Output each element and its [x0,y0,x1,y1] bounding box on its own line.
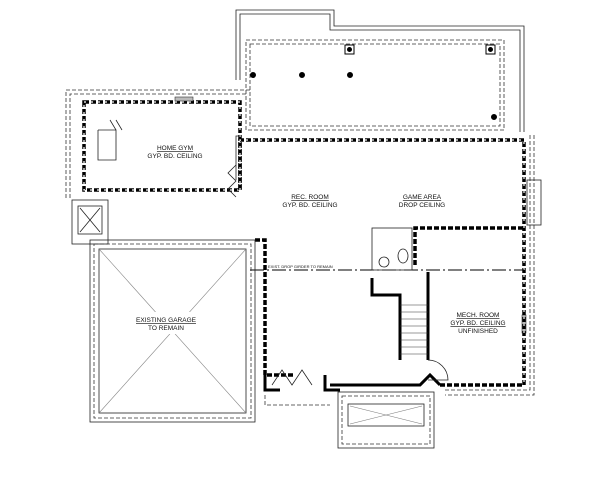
mech-room-note: UNFINISHED [458,328,498,335]
mech-room-label: MECH. ROOM [457,312,500,319]
garage-label: EXISTING GARAGE [136,317,197,324]
game-area-label: GAME AREA [403,194,442,201]
home-gym [82,96,242,192]
deck [235,9,525,132]
garage-note: TO REMAIN [148,325,184,332]
home-gym-label: HOME GYM [157,145,193,152]
mech-room-ceiling: GYP. BD. CEILING [450,320,505,327]
rec-room-label: REC. ROOM [291,194,329,201]
main-walls: EXIST. DROP GIRDER TO REMAIN [227,135,526,392]
home-gym-ceiling: GYP. BD. CEILING [147,153,202,160]
rec-room-ceiling: GYP. BD. CEILING [282,202,337,209]
deck-posts [250,44,497,120]
garage [89,239,256,423]
exterior-outline [65,89,542,396]
game-area-ceiling: DROP CEILING [399,202,445,209]
window-well [264,391,435,449]
entry-box [71,199,109,245]
girder-note: EXIST. DROP GIRDER TO REMAIN [268,264,333,269]
bath-stairs [370,227,449,381]
